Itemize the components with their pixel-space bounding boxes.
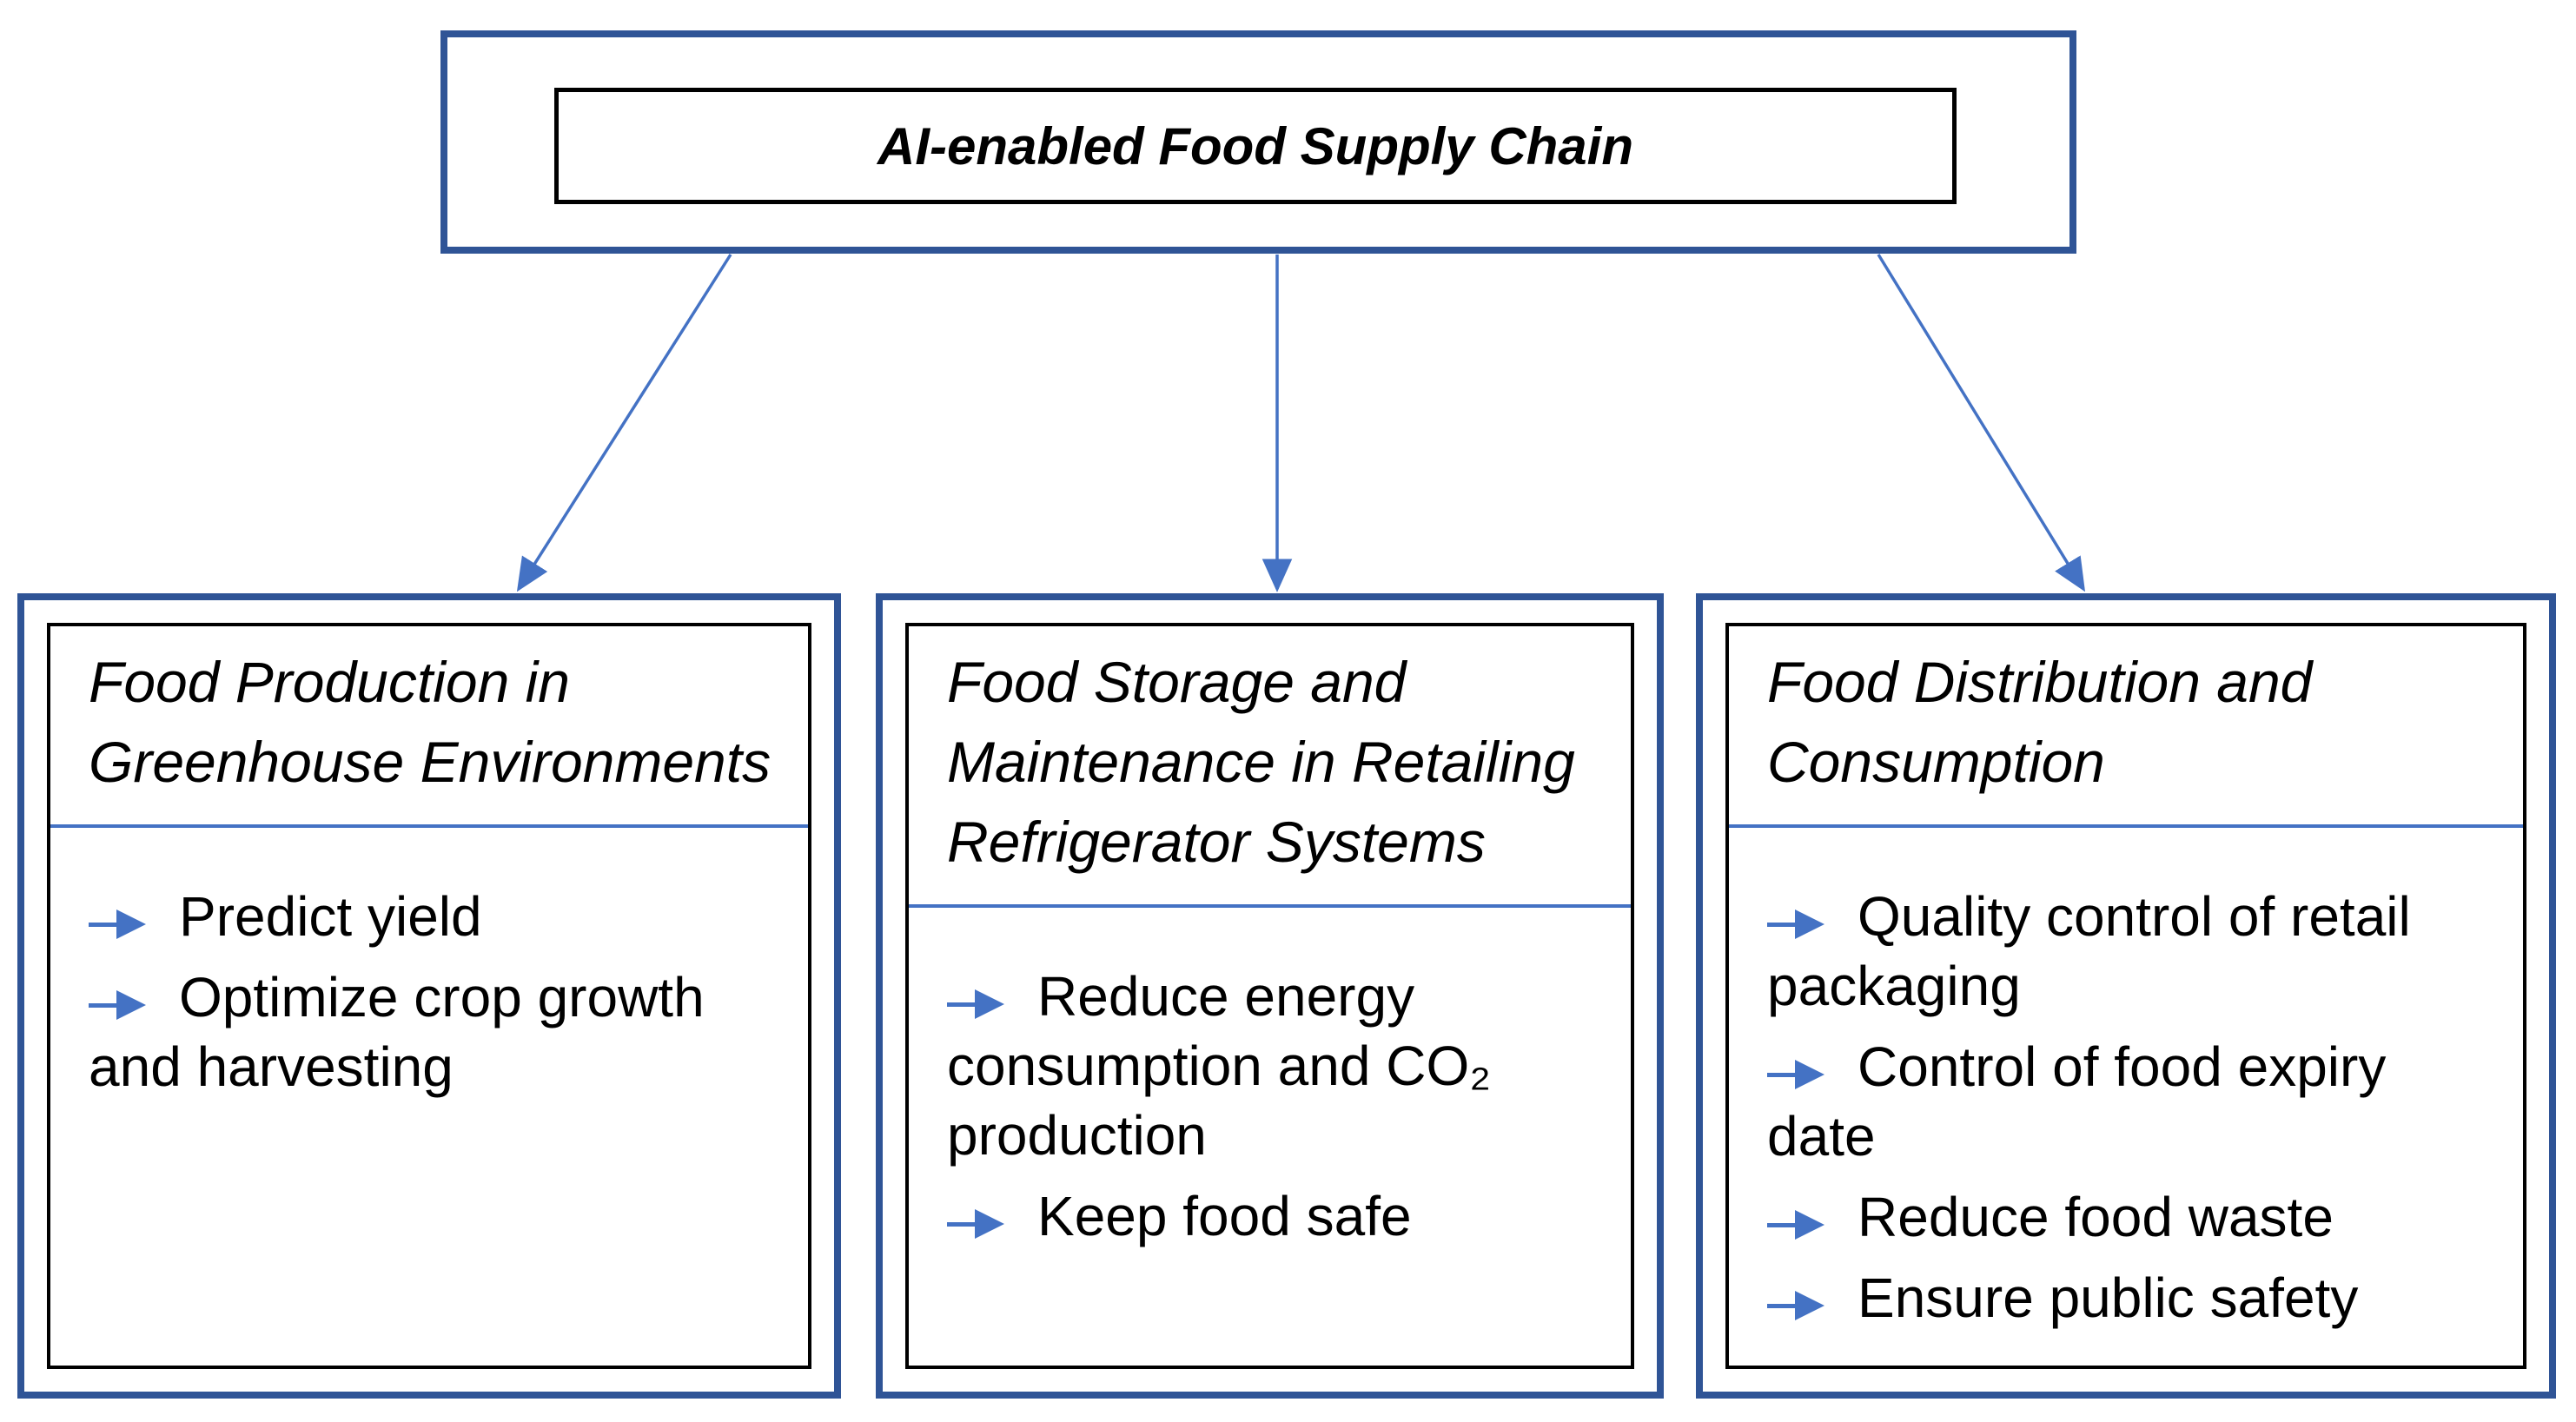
arrow-to-distribution-icon [1877,254,2086,592]
bullet-text: Control of food expiry date [1767,1035,2387,1167]
bullet-item: Quality control of retail packaging [1767,882,2488,1021]
box-food-production: Food Production in Greenhouse Environmen… [17,593,841,1399]
bullet-text: Ensure public safety [1858,1267,2359,1329]
bullet-arrow-icon [947,989,1004,1019]
box-heading: Food Production in Greenhouse Environmen… [89,650,771,794]
bullet-item: Reduce energy consumption and CO₂ produc… [947,962,1596,1170]
bullet-arrow-icon [1767,1210,1824,1240]
heading-separator [1729,824,2523,828]
bullet-text: Quality control of retail packaging [1767,885,2411,1017]
box-food-production-inner: Food Production in Greenhouse Environmen… [47,623,811,1369]
box-food-storage-inner: Food Storage and Maintenance in Retailin… [905,623,1634,1369]
bullet-item: Keep food safe [947,1181,1596,1251]
bullet-arrow-icon [1767,909,1824,939]
box-heading: Food Storage and Maintenance in Retailin… [947,650,1575,874]
root-box: AI-enabled Food Supply Chain [440,30,2076,254]
bullet-arrow-icon [89,990,146,1020]
root-box-inner: AI-enabled Food Supply Chain [554,88,1957,204]
arrow-to-production-icon [516,254,732,592]
bullet-text: Keep food safe [1037,1185,1412,1247]
box-food-distribution-inner: Food Distribution and Consumption Qualit… [1725,623,2526,1369]
bullet-text: Reduce energy consumption and CO₂ produc… [947,965,1492,1167]
bullet-list: Reduce energy consumption and CO₂ produc… [909,962,1631,1251]
bullet-item: Ensure public safety [1767,1263,2488,1333]
bullet-item: Predict yield [89,882,773,951]
bullet-item: Control of food expiry date [1767,1032,2488,1171]
box-heading: Food Distribution and Consumption [1767,650,2313,794]
bullet-text: Reduce food waste [1858,1186,2334,1248]
bullet-arrow-icon [89,909,146,939]
bullet-text: Optimize crop growth and harvesting [89,966,705,1098]
box-food-distribution: Food Distribution and Consumption Qualit… [1696,593,2556,1399]
bullet-item: Optimize crop growth and harvesting [89,962,773,1101]
bullet-item: Reduce food waste [1767,1182,2488,1252]
diagram-title: AI-enabled Food Supply Chain [877,116,1633,175]
heading-separator [909,904,1631,908]
box-food-storage: Food Storage and Maintenance in Retailin… [876,593,1664,1399]
bullet-arrow-icon [947,1209,1004,1239]
bullet-arrow-icon [1767,1291,1824,1320]
bullet-arrow-icon [1767,1060,1824,1089]
heading-separator [50,824,808,828]
bullet-text: Predict yield [179,885,482,948]
